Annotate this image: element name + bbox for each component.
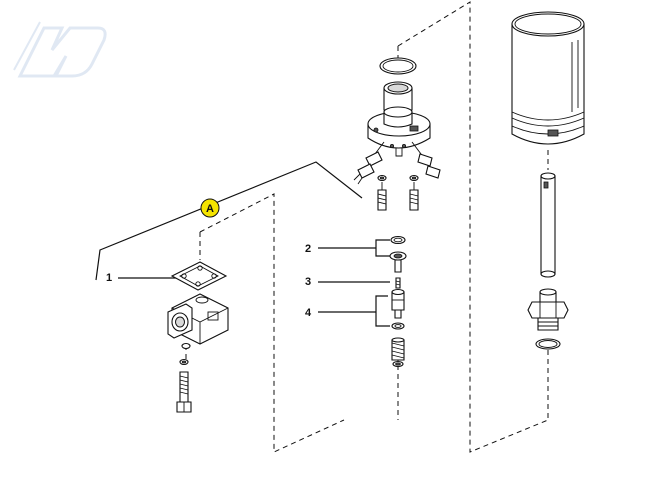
valve-block-body xyxy=(167,293,229,350)
callout-4: 4 xyxy=(305,307,312,319)
bottom-seal xyxy=(392,360,404,368)
fitting-o-ring xyxy=(535,338,561,350)
callout-1: 1 xyxy=(106,272,112,284)
hex-fitting xyxy=(527,288,569,331)
phantom-lines xyxy=(185,1,549,453)
left-bolt xyxy=(176,371,192,413)
filter-canister xyxy=(511,11,585,145)
left-elbow-fitting xyxy=(353,141,385,185)
detail-a-leader xyxy=(95,161,363,281)
callout-3: 3 xyxy=(305,276,311,288)
cartridge-seal xyxy=(391,322,405,330)
callout-2: 2 xyxy=(305,243,311,255)
check-valve-seat xyxy=(389,251,407,273)
detail-a-label: A xyxy=(206,203,214,215)
callout-2-leader xyxy=(318,239,390,257)
gasket-plate xyxy=(170,261,228,291)
right-elbow-fitting xyxy=(411,141,441,179)
check-valve-seal xyxy=(390,235,406,245)
left-washer xyxy=(179,358,189,366)
valve-pin xyxy=(395,277,401,289)
pump-head-housing xyxy=(367,81,431,157)
valve-spring xyxy=(391,337,405,361)
head-screws xyxy=(377,174,419,211)
callout-4-leader xyxy=(318,295,390,327)
valve-cartridge xyxy=(391,288,405,319)
suction-pipe xyxy=(540,172,556,278)
detail-a-badge: A xyxy=(200,198,220,218)
watermark-logo-icon xyxy=(13,21,107,78)
top-o-ring xyxy=(379,57,417,75)
